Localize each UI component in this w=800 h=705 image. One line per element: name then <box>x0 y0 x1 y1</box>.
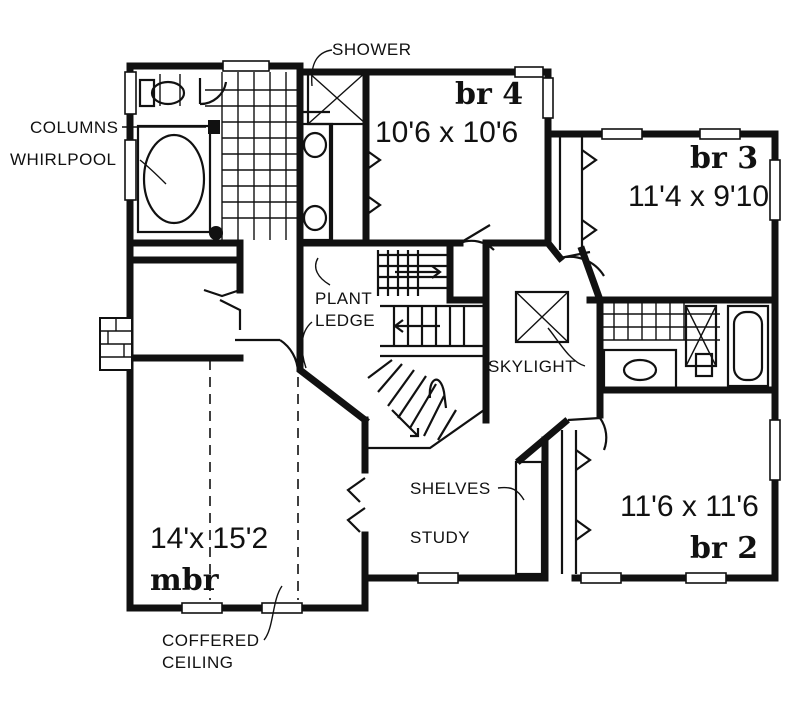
bedroom-2 <box>514 391 608 582</box>
hall-bath <box>596 296 779 399</box>
leader-lines <box>122 49 586 641</box>
study <box>346 416 369 582</box>
br4-name: br 4 <box>455 77 523 112</box>
br3-dims: 11'4 x 9'10 <box>628 180 769 213</box>
master-bedroom <box>99 239 300 600</box>
bedroom-3 <box>543 136 779 305</box>
mbr-name: mbr <box>150 563 220 598</box>
bedroom-4 <box>296 130 552 251</box>
label-shelves: SHELVES <box>410 479 491 498</box>
stair-hall <box>296 239 490 450</box>
label-plant: PLANT <box>315 289 372 308</box>
br4-dims: 10'6 x 10'6 <box>375 116 518 149</box>
label-skylight: SKYLIGHT <box>488 357 576 376</box>
label-whirlpool: WHIRLPOOL <box>10 150 117 169</box>
br2-dims: 11'6 x 11'6 <box>620 490 759 523</box>
skylight <box>514 290 570 344</box>
br2-name: br 2 <box>690 531 758 566</box>
label-ceiling: CEILING <box>162 653 234 672</box>
master-bath <box>126 62 382 247</box>
label-columns: COLUMNS <box>30 118 119 137</box>
label-study: STUDY <box>410 528 470 547</box>
label-shower: SHOWER <box>332 40 412 59</box>
windows <box>124 60 781 614</box>
label-ledge: LEDGE <box>315 311 375 330</box>
label-coffered: COFFERED <box>162 631 260 650</box>
br3-name: br 3 <box>690 141 758 176</box>
mbr-dims: 14'x 15'2 <box>150 522 268 555</box>
